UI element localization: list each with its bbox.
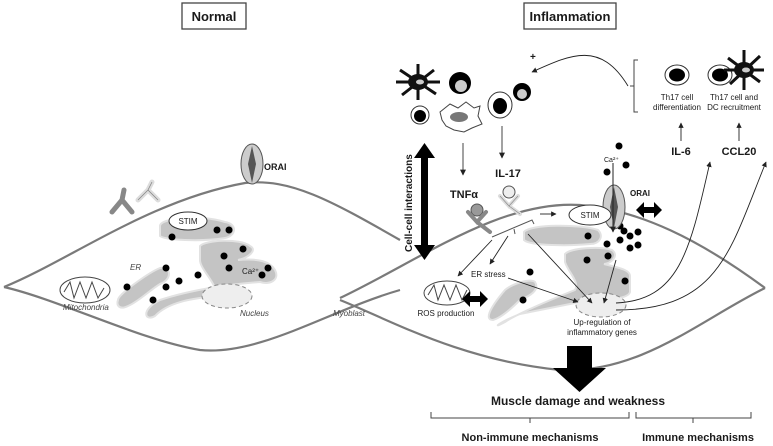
bracket xyxy=(630,59,638,113)
arrow-to-mitochondria xyxy=(457,239,493,277)
neutrophil-icon xyxy=(449,72,471,94)
th17-differentiation-cell-icon xyxy=(664,64,690,86)
normal-stim-icon xyxy=(168,211,208,231)
cell-interactions-label: Cell-cell interactions xyxy=(404,154,415,252)
cell-interactions-double-arrow xyxy=(414,143,435,260)
orai-channel-icon xyxy=(240,143,264,185)
immune-bracket xyxy=(635,412,752,423)
outcome-section: Muscle damage and weakness Non-immune me… xyxy=(430,346,754,444)
normal-calcium-dots xyxy=(123,226,272,304)
normal-title-box xyxy=(181,2,247,30)
th17-diff-label-1: Th17 cell xyxy=(661,93,694,102)
signaling-complex xyxy=(491,219,535,238)
normal-myoblast-label: Myoblast xyxy=(333,309,366,318)
immune-label: Immune mechanisms xyxy=(642,432,754,444)
inflammation-orai-label: ORAI xyxy=(630,189,650,198)
th17-dc-label-2: DC recruitment xyxy=(707,103,762,112)
lymphocyte-icon xyxy=(410,105,430,125)
nucleus-to-il6-arrow xyxy=(615,161,712,304)
neutrophil-icon xyxy=(513,83,531,101)
orai-double-arrow xyxy=(636,202,662,218)
upregulation-label-1: Up-regulation of xyxy=(574,318,632,327)
ros-label: ROS production xyxy=(418,309,475,318)
dendritic-cell-icon xyxy=(724,50,764,90)
inflammation-stim-label: STIM xyxy=(580,211,599,220)
inflammation-stim-icon xyxy=(568,204,612,226)
th17-dc-label-1: Th17 cell and xyxy=(710,93,758,102)
upregulation-label-2: inflammatory genes xyxy=(567,328,637,337)
normal-er-label: ER xyxy=(130,263,141,272)
th17-recruitment-cell-icon xyxy=(707,64,733,86)
inflammation-membrane-top xyxy=(339,203,766,299)
inflammation-title-box xyxy=(523,2,617,30)
inflammation-panel: Inflammation xyxy=(339,2,767,372)
inflammation-title: Inflammation xyxy=(530,9,611,24)
normal-nucleus-label: Nucleus xyxy=(240,309,269,318)
outcome-title: Muscle damage and weakness xyxy=(491,394,665,408)
mitochondria-icon xyxy=(423,280,471,306)
arrow-to-nucleus xyxy=(527,233,593,304)
receptor-icon xyxy=(109,187,135,215)
arrow-to-er-stress xyxy=(489,235,509,265)
th17-cell-icon xyxy=(487,91,513,119)
non-immune-bracket xyxy=(430,412,630,423)
macrophage-icon xyxy=(439,101,483,133)
nucleus-to-ccl20-arrow xyxy=(615,161,767,311)
normal-membrane-bottom xyxy=(3,285,401,352)
il17-receptor-icon xyxy=(498,185,522,216)
ros-double-arrow xyxy=(462,291,488,307)
dendritic-cell-icon xyxy=(396,64,440,100)
receptor-icon xyxy=(135,179,161,203)
ccl20-label: CCL20 xyxy=(722,146,757,158)
orai-channel-icon xyxy=(602,184,626,230)
normal-stim-label: STIM xyxy=(178,217,197,226)
th17-diff-label-2: differentiation xyxy=(653,103,701,112)
er-stress-to-nucleus-arrow xyxy=(507,277,579,303)
normal-calcium-label: Ca²⁺ xyxy=(242,267,259,276)
er-stress-label: ER stress xyxy=(471,270,506,279)
normal-mitochondria-label: Mitochondria xyxy=(63,303,109,312)
il6-label: IL-6 xyxy=(671,146,691,158)
inflammation-calcium-label: Ca²⁺ xyxy=(604,157,619,164)
normal-membrane-top xyxy=(3,181,401,289)
mitochondria-icon xyxy=(59,276,111,304)
outcome-down-arrow xyxy=(553,346,606,392)
normal-title: Normal xyxy=(192,9,237,24)
tnf-label: TNFα xyxy=(450,189,478,201)
plus-sign: + xyxy=(530,52,536,63)
tnf-receptor-icon xyxy=(466,203,492,234)
il17-label: IL-17 xyxy=(495,168,521,180)
normal-orai-label: ORAI xyxy=(264,162,287,172)
feedback-arrow xyxy=(531,54,629,87)
normal-panel: Normal ORAI xyxy=(3,2,401,352)
normal-nucleus-icon xyxy=(201,283,253,309)
inflammation-calcium-dots xyxy=(519,142,642,304)
non-immune-label: Non-immune mechanisms xyxy=(462,432,599,444)
inflammation-nucleus-icon xyxy=(575,292,627,318)
signaling-tick xyxy=(513,228,516,235)
calcium-to-nucleus-arrow xyxy=(602,259,617,304)
